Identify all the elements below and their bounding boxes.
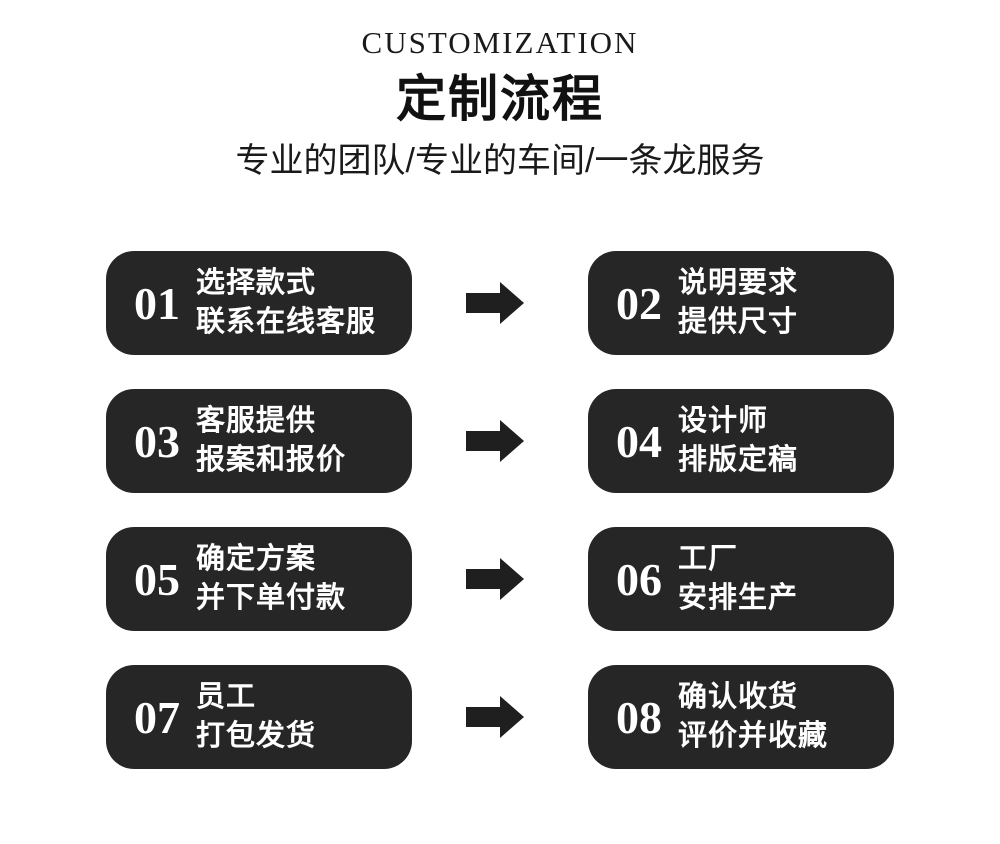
right-arrow-icon [466,282,524,325]
step-text: 确认收货 评价并收藏 [678,678,828,756]
step-line1: 设计师 [678,405,769,438]
step-line1: 客服提供 [196,405,317,438]
step-line1: 员工 [196,681,257,714]
step-text: 客服提供 报案和报价 [196,402,346,480]
step-card-02: 02 说明要求 提供尺寸 [588,251,894,356]
step-line2: 提供尺寸 [678,306,799,339]
step-line1: 确认收货 [678,681,799,714]
step-line2: 排版定稿 [678,444,799,477]
process-rows: 01 选择款式 联系在线客服 02 说明要求 提供尺寸 03 [0,251,1000,770]
step-text: 员工 打包发货 [196,678,316,756]
step-text: 工厂 安排生产 [678,540,798,618]
step-card-08: 08 确认收货 评价并收藏 [588,665,894,770]
step-line2: 报案和报价 [196,444,347,477]
section-subtitle: 专业的团队/专业的车间/一条龙服务 [235,142,765,181]
step-text: 说明要求 提供尺寸 [678,264,798,342]
section-title: 定制流程 [396,71,604,128]
step-card-01: 01 选择款式 联系在线客服 [106,251,412,356]
step-line2: 联系在线客服 [196,306,377,339]
process-row-2: 03 客服提供 报案和报价 04 设计师 排版定稿 [106,389,894,494]
process-row-3: 05 确定方案 并下单付款 06 工厂 安排生产 [106,527,894,632]
step-number: 01 [134,277,180,329]
step-card-07: 07 员工 打包发货 [106,665,412,770]
process-row-1: 01 选择款式 联系在线客服 02 说明要求 提供尺寸 [106,251,894,356]
step-line1: 说明要求 [678,267,799,300]
step-line2: 评价并收藏 [678,720,829,753]
right-arrow-icon [466,696,524,739]
step-number: 06 [616,553,662,605]
step-number: 02 [616,277,662,329]
step-line1: 选择款式 [196,267,317,300]
step-number: 07 [134,691,180,743]
right-arrow-icon [466,420,524,463]
step-line1: 工厂 [678,543,739,576]
step-number: 03 [134,415,180,467]
step-number: 05 [134,553,180,605]
step-number: 08 [616,691,662,743]
step-line2: 打包发货 [196,720,317,753]
section-header: CUSTOMIZATION 定制流程 专业的团队/专业的车间/一条龙服务 [0,0,1000,181]
section-eyebrow: CUSTOMIZATION [361,25,639,60]
step-text: 选择款式 联系在线客服 [196,264,376,342]
step-text: 设计师 排版定稿 [678,402,798,480]
step-card-03: 03 客服提供 报案和报价 [106,389,412,494]
step-card-04: 04 设计师 排版定稿 [588,389,894,494]
step-card-06: 06 工厂 安排生产 [588,527,894,632]
step-line2: 并下单付款 [196,582,347,615]
process-row-4: 07 员工 打包发货 08 确认收货 评价并收藏 [106,665,894,770]
step-text: 确定方案 并下单付款 [196,540,346,618]
right-arrow-icon [466,558,524,601]
step-line2: 安排生产 [678,582,799,615]
step-card-05: 05 确定方案 并下单付款 [106,527,412,632]
step-number: 04 [616,415,662,467]
step-line1: 确定方案 [196,543,317,576]
